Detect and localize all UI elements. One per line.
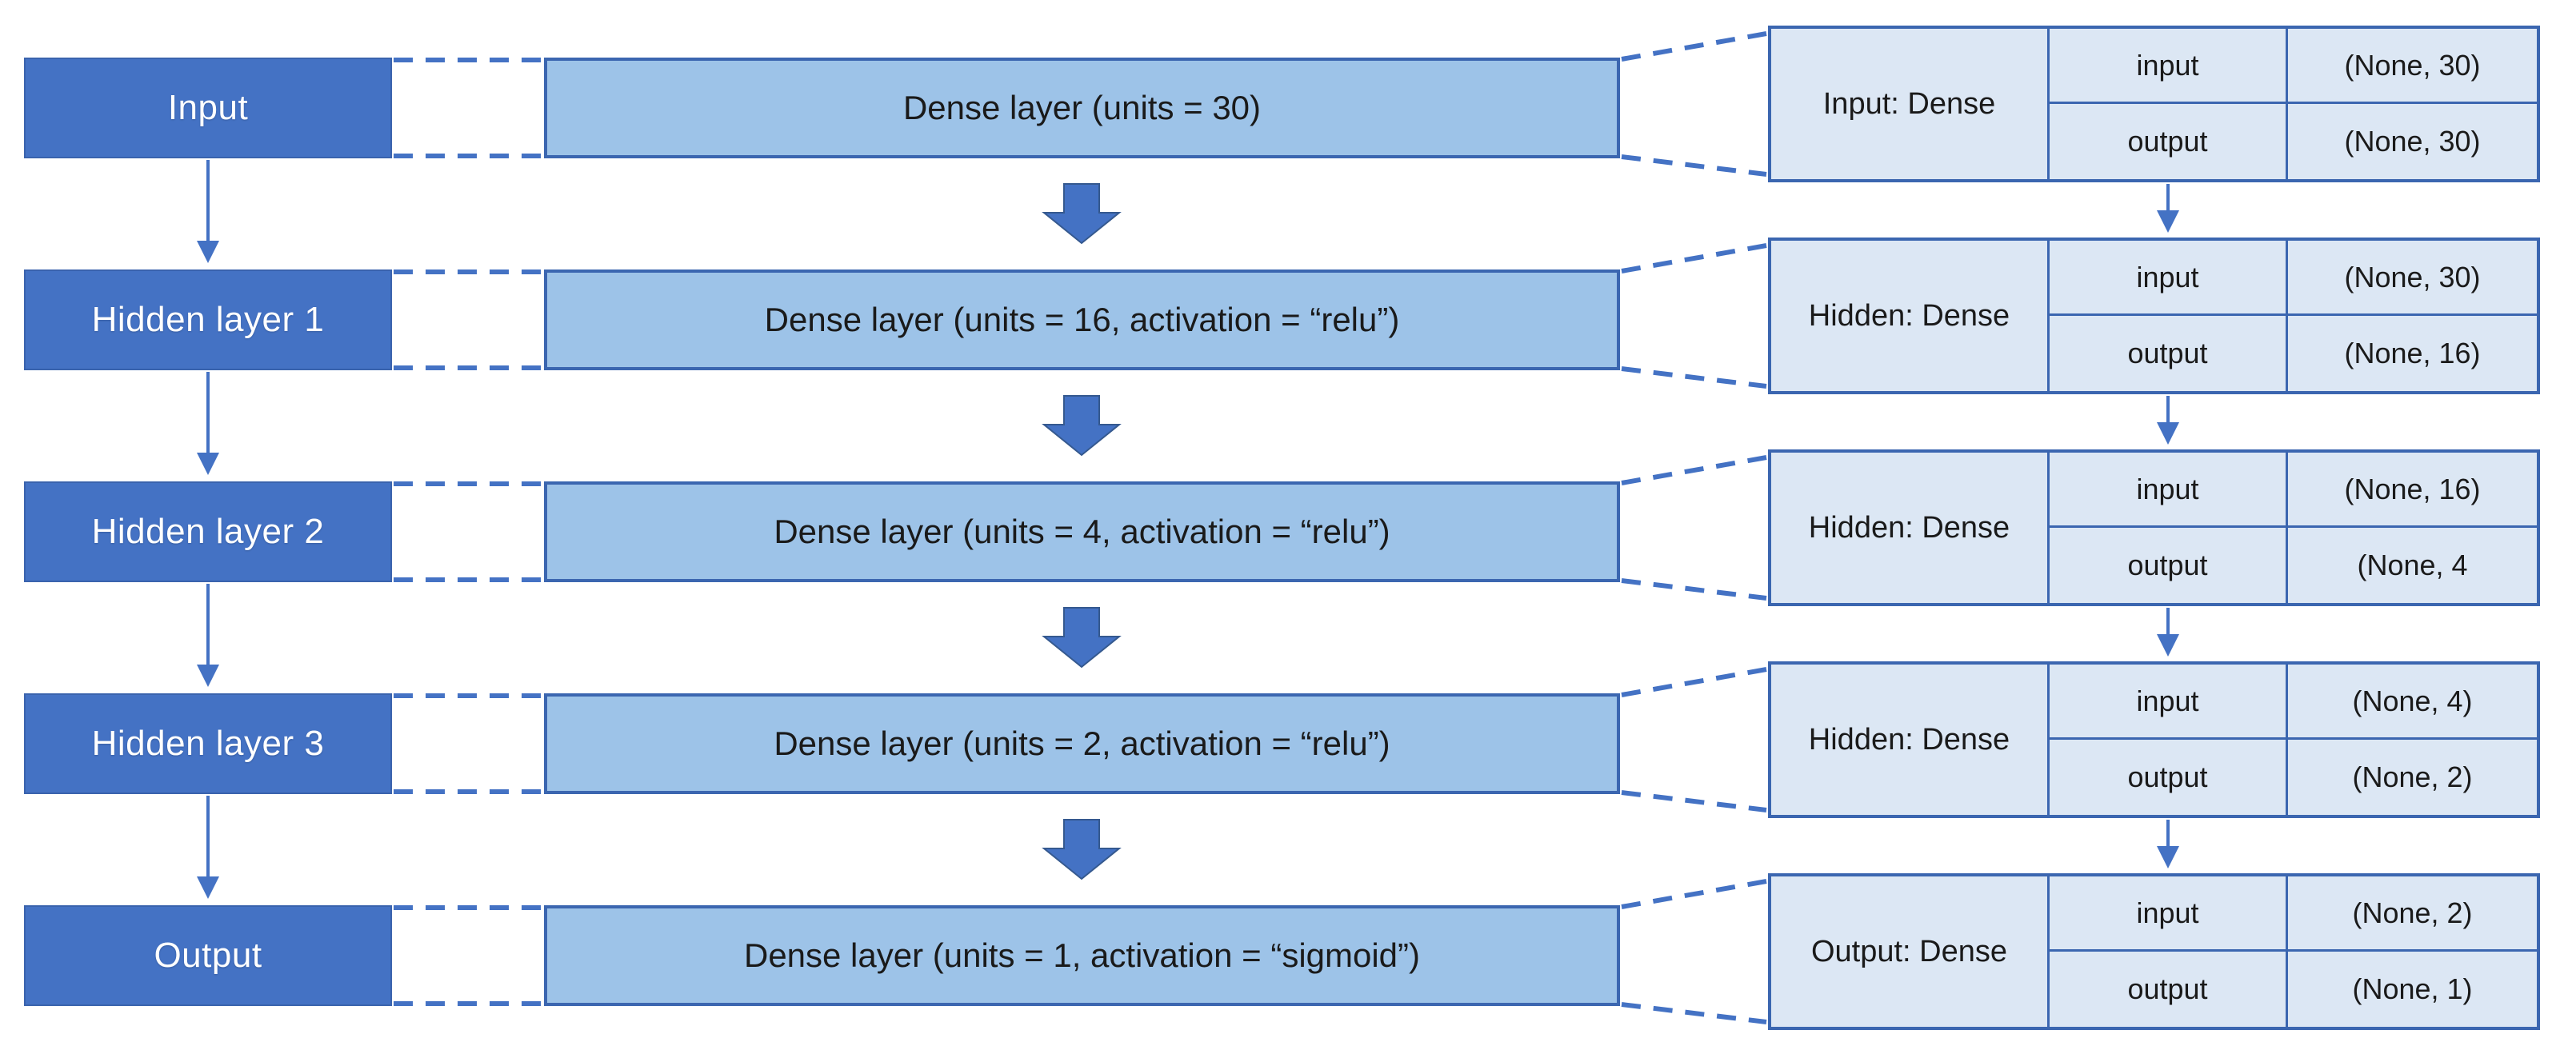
table-key-cell: input: [2050, 876, 2288, 952]
table-key-cell: output: [2050, 104, 2288, 179]
dense-layer-label: Dense layer (units = 4, activation = “re…: [774, 513, 1390, 550]
table-name-cell: Hidden: Dense: [1771, 665, 2050, 815]
table-value-cell: (None, 1): [2352, 972, 2473, 1005]
shape-table-1: Input: Dense input (None, 30) output (No…: [1768, 26, 2540, 182]
table-value-cell: (None, 30): [2344, 125, 2481, 158]
table-key-cell: input: [2050, 453, 2288, 528]
table-value-cell: (None, 4: [2357, 549, 2468, 581]
dense-layer-box-3: Dense layer (units = 4, activation = “re…: [544, 481, 1620, 582]
dense-layer-box-5: Dense layer (units = 1, activation = “si…: [544, 905, 1620, 1006]
dashed-connectors-right: [1621, 31, 1767, 1024]
dense-layer-label: Dense layer (units = 2, activation = “re…: [774, 725, 1390, 762]
node-output: Output: [24, 905, 392, 1006]
node-label: Hidden layer 2: [91, 512, 325, 551]
dense-layer-label: Dense layer (units = 30): [902, 89, 1262, 126]
node-hidden-2: Hidden layer 2: [24, 481, 392, 582]
table-name-cell: Input: Dense: [1771, 29, 2050, 179]
dense-layer-box-4: Dense layer (units = 2, activation = “re…: [544, 693, 1620, 794]
table-key-cell: input: [2050, 29, 2288, 104]
dense-layer-box-2: Dense layer (units = 16, activation = “r…: [544, 269, 1620, 370]
table-key-cell: output: [2050, 740, 2288, 815]
node-label: Hidden layer 1: [91, 300, 325, 339]
node-input: Input: [24, 58, 392, 158]
table-key-cell: input: [2050, 665, 2288, 740]
shape-table-2: Hidden: Dense input (None, 30) output (N…: [1768, 238, 2540, 394]
table-value-cell: (None, 30): [2288, 29, 2537, 104]
node-label: Output: [154, 936, 262, 975]
dense-layer-label: Dense layer (units = 1, activation = “si…: [743, 936, 1421, 974]
table-value-cell: (None, 2): [2352, 761, 2473, 793]
table-name-cell: Output: Dense: [1771, 876, 2050, 1027]
table-key-cell: output: [2050, 316, 2288, 391]
table-value-cell: (None, 30): [2288, 241, 2537, 316]
table-key-cell: input: [2050, 241, 2288, 316]
table-value-cell: (None, 4): [2288, 665, 2537, 740]
table-name-cell: Hidden: Dense: [1771, 241, 2050, 391]
node-hidden-1: Hidden layer 1: [24, 269, 392, 370]
dense-layer-box-1: Dense layer (units = 30): [544, 58, 1620, 158]
shape-table-5: Output: Dense input (None, 2) output (No…: [1768, 873, 2540, 1030]
table-key-cell: output: [2050, 952, 2288, 1027]
dashed-connectors-left: [394, 58, 542, 1006]
node-label: Hidden layer 3: [91, 724, 325, 763]
node-hidden-3: Hidden layer 3: [24, 693, 392, 794]
table-name-cell: Hidden: Dense: [1771, 453, 2050, 603]
node-label: Input: [167, 88, 249, 127]
table-value-cell: (None, 16): [2288, 453, 2537, 528]
dense-layer-label: Dense layer (units = 16, activation = “r…: [764, 301, 1400, 338]
table-key-cell: output: [2050, 528, 2288, 603]
shape-table-3: Hidden: Dense input (None, 16) output (N…: [1768, 449, 2540, 606]
table-value-cell: (None, 16): [2344, 337, 2481, 369]
shape-table-4: Hidden: Dense input (None, 4) output (No…: [1768, 661, 2540, 818]
table-value-cell: (None, 2): [2288, 876, 2537, 952]
